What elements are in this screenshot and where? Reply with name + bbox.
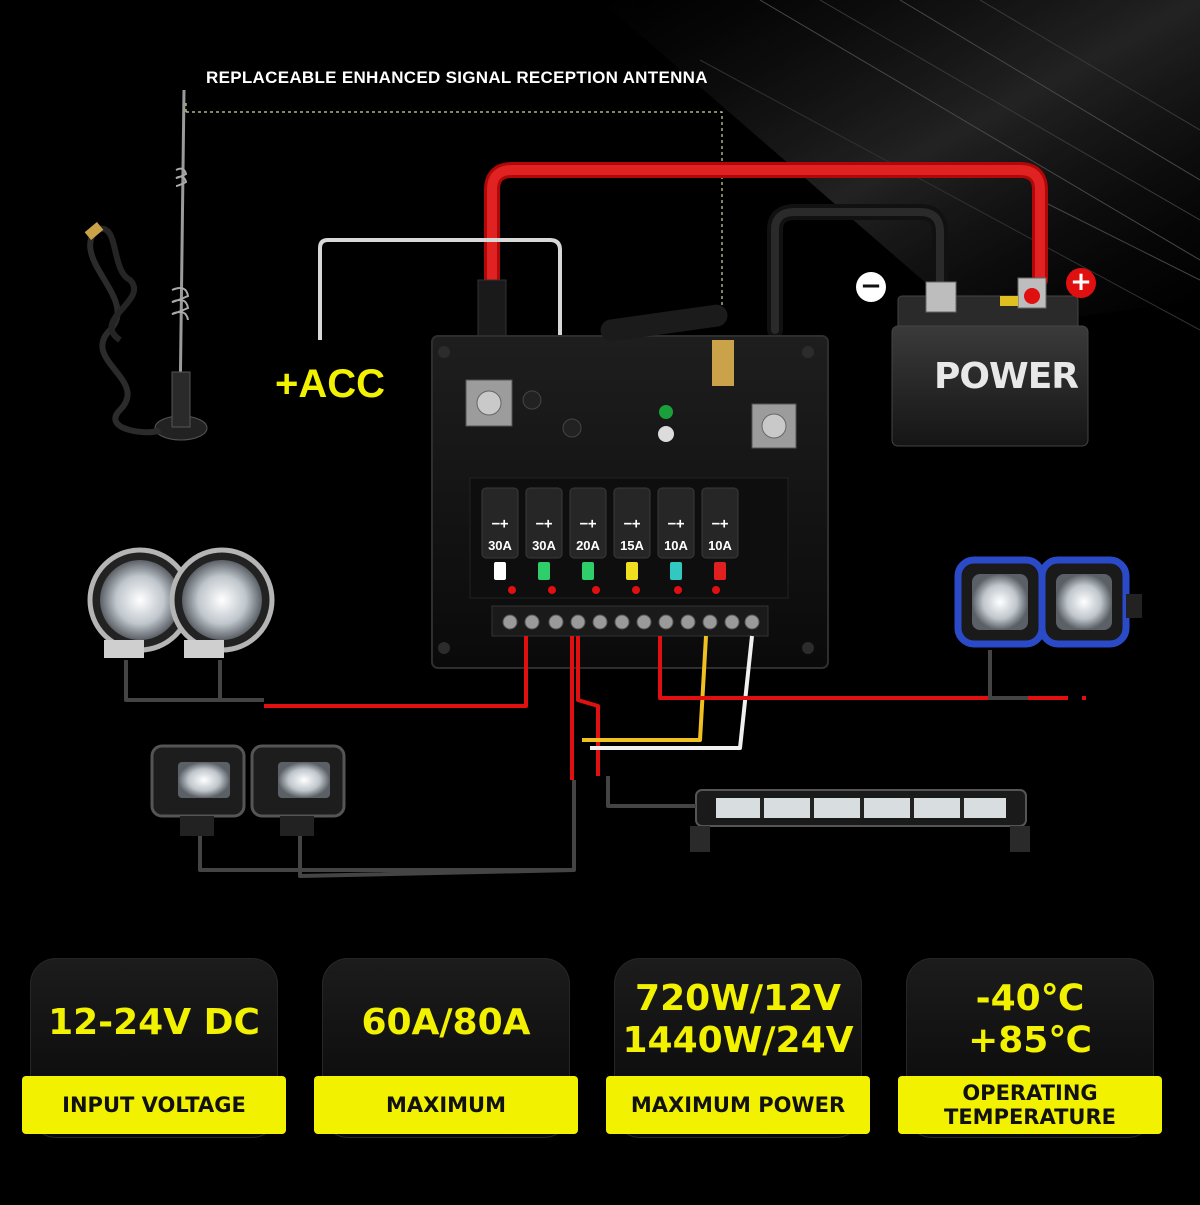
battery-negative-icon: − (856, 272, 886, 302)
fuse-polarity: −+ (623, 516, 641, 532)
spec-value-line: 1440W/24V (622, 1020, 854, 1061)
cube-lights-icon (954, 556, 1142, 648)
fuse-blade (538, 562, 550, 580)
spec-label-line: OPERATING (962, 1081, 1098, 1105)
antenna-title: REPLACEABLE ENHANCED SIGNAL RECEPTION AN… (206, 68, 708, 87)
fuse-slot (701, 487, 739, 559)
fuse-rating: 15A (620, 538, 644, 553)
spec-card-maximum-power: 720W/12V 1440W/24V MAXIMUM POWER (606, 958, 870, 1138)
spec-label-bar: MAXIMUM (314, 1076, 578, 1134)
spec-value-line: 720W/12V (635, 978, 841, 1019)
fuse-polarity: −+ (711, 516, 729, 532)
fuse-polarity: −+ (491, 516, 509, 532)
acc-label: +ACC (275, 362, 386, 406)
fuse-blade (714, 562, 726, 580)
spec-label: OPERATING TEMPERATURE (944, 1081, 1116, 1129)
round-lights-icon (87, 547, 275, 658)
spec-card-input-voltage: 12-24V DC INPUT VOLTAGE (22, 958, 286, 1138)
spec-value: -40℃ +85℃ (906, 978, 1154, 1062)
spec-value: 60A/80A (361, 1002, 531, 1043)
battery-positive-icon: + (1066, 268, 1096, 298)
fuse-slot (525, 487, 563, 559)
antenna-callout (185, 100, 723, 320)
control-box (431, 304, 829, 669)
battery-positive-cable (477, 162, 1048, 341)
spec-value: 12-24V DC (48, 1002, 260, 1043)
terminal-screws (502, 614, 760, 630)
pod-lights-icon (150, 744, 346, 836)
indicator-leds (508, 586, 720, 594)
spec-label-line: TEMPERATURE (944, 1105, 1116, 1129)
fuse-slot (613, 487, 651, 559)
battery-icon (891, 277, 1089, 447)
fuse-blocks (481, 487, 739, 580)
fuse-polarity: −+ (579, 516, 597, 532)
output-wiring (124, 635, 1086, 878)
fuse-blade (670, 562, 682, 580)
fuse-blade (582, 562, 594, 580)
light-bar-icon (690, 789, 1030, 852)
spec-label: MAXIMUM (385, 1093, 506, 1117)
spec-label-bar: MAXIMUM POWER (606, 1076, 870, 1134)
fuse-slot (481, 487, 519, 559)
spec-value-line: +85℃ (968, 1020, 1092, 1061)
antenna-icon (84, 89, 208, 441)
spec-label: MAXIMUM POWER (630, 1093, 846, 1117)
spec-label-bar: OPERATING TEMPERATURE (898, 1076, 1162, 1134)
spec-card-operating-temperature: -40℃ +85℃ OPERATING TEMPERATURE (898, 958, 1162, 1138)
battery-negative-cable (767, 204, 948, 338)
fuse-rating: 30A (532, 538, 556, 553)
battery-label: POWER (934, 356, 1079, 397)
fuse-rating: 20A (576, 538, 600, 553)
fuse-rating: 10A (664, 538, 688, 553)
spec-label: INPUT VOLTAGE (62, 1093, 246, 1117)
fuse-blade (494, 562, 506, 580)
spec-value: 720W/12V 1440W/24V (614, 978, 862, 1062)
fuse-rating: 10A (708, 538, 732, 553)
fuse-rating: 30A (488, 538, 512, 553)
spec-value-line: -40℃ (975, 978, 1085, 1019)
spec-label-bar: INPUT VOLTAGE (22, 1076, 286, 1134)
fuse-polarity: −+ (535, 516, 553, 532)
spec-card-maximum-current: 60A/80A MAXIMUM (314, 958, 578, 1138)
fuse-slot (657, 487, 695, 559)
fuse-blade (626, 562, 638, 580)
fuse-polarity: −+ (667, 516, 685, 532)
fuse-slot (569, 487, 607, 559)
